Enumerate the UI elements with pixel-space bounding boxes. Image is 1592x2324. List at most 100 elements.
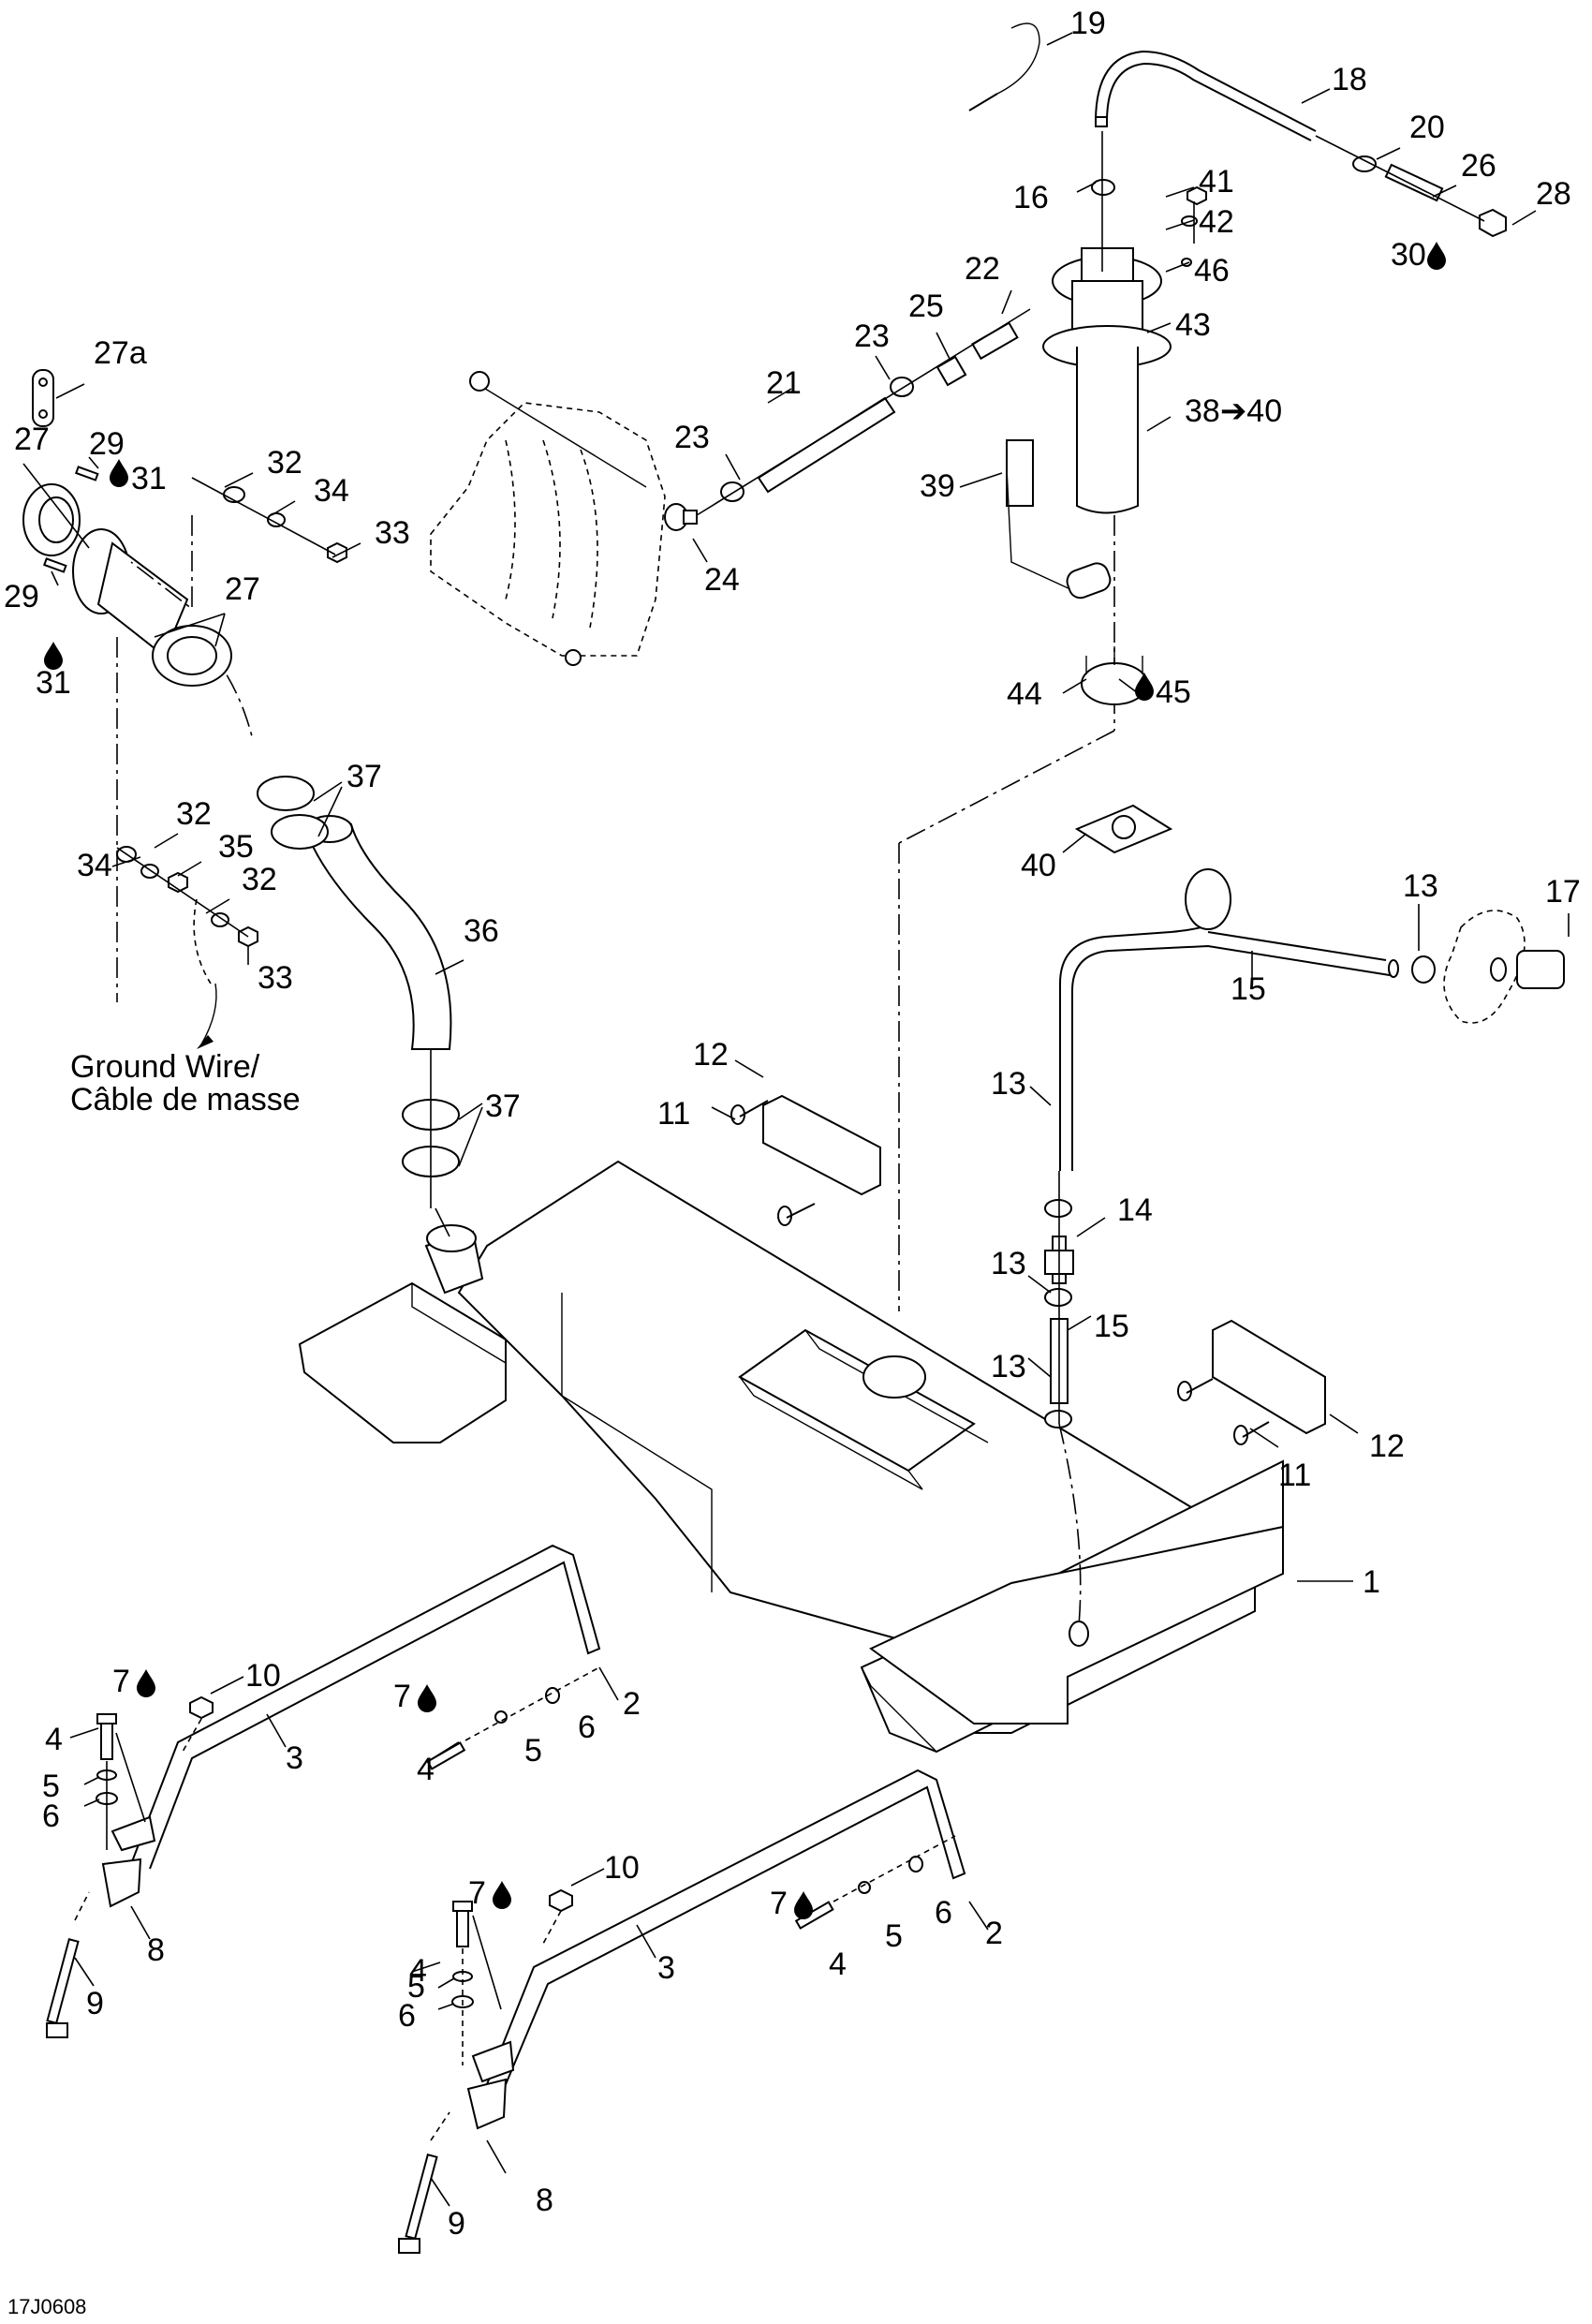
callout-13: 13 — [991, 1066, 1026, 1102]
callout-labels: 1 2 2 3 3 4 4 4 4 5 5 5 5 6 6 6 6 7 7 7 … — [4, 6, 1581, 2318]
callout-40: 40 — [1021, 848, 1056, 883]
liquid-drop-icon — [794, 1891, 813, 1919]
callout-3: 3 — [286, 1740, 303, 1776]
callout-4: 4 — [409, 1953, 427, 1989]
liquid-drop-icon — [137, 1669, 155, 1697]
callout-36: 36 — [464, 913, 499, 949]
liquid-drop-icon — [1135, 673, 1154, 701]
callout-10: 10 — [604, 1850, 640, 1886]
engine-outline — [430, 371, 666, 666]
tank-strap-upper — [101, 1544, 601, 1908]
svg-text:7: 7 — [468, 1875, 486, 1911]
callout-33: 33 — [258, 960, 293, 996]
callout-33: 33 — [375, 515, 410, 551]
tank-strap-lower — [466, 1769, 966, 2130]
callout-8: 8 — [536, 2183, 553, 2218]
flange-link-27a — [32, 369, 54, 427]
callout-43: 43 — [1175, 307, 1211, 343]
callout-10: 10 — [245, 1658, 281, 1694]
callout-26: 26 — [1461, 148, 1496, 184]
callout-9: 9 — [448, 2206, 465, 2242]
svg-text:31: 31 — [36, 665, 71, 701]
fuel-pump-module — [898, 185, 1207, 1311]
callout-19: 19 — [1070, 6, 1106, 41]
callout-30-loctite: 30 — [1391, 237, 1446, 273]
callout-44: 44 — [1007, 676, 1042, 712]
callout-23: 23 — [854, 318, 890, 354]
callout-1: 1 — [1363, 1564, 1380, 1600]
vent-hose-assembly — [1044, 868, 1565, 1626]
callout-12: 12 — [693, 1037, 729, 1073]
svg-text:7: 7 — [112, 1664, 130, 1699]
callout-27: 27 — [14, 422, 50, 457]
top-hose-assembly — [968, 22, 1507, 272]
callout-16: 16 — [1013, 180, 1049, 215]
callout-4: 4 — [45, 1722, 63, 1757]
callout-20: 20 — [1409, 110, 1445, 145]
callout-34: 34 — [314, 473, 349, 509]
callout-6: 6 — [398, 1998, 416, 2034]
callout-15: 15 — [1094, 1309, 1129, 1344]
callout-13: 13 — [1403, 868, 1438, 904]
callout-5: 5 — [885, 1918, 903, 1954]
svg-text:30: 30 — [1391, 237, 1426, 273]
svg-text:7: 7 — [393, 1679, 411, 1714]
callout-32: 32 — [267, 445, 302, 481]
mount-block-right — [1177, 1319, 1326, 1445]
callout-24: 24 — [704, 562, 740, 598]
svg-text:Ground Wire/: Ground Wire/ — [70, 1049, 260, 1085]
callout-22: 22 — [965, 251, 1000, 287]
strap-hardware-lower-left — [398, 1888, 573, 2254]
callout-37: 37 — [346, 759, 382, 794]
callout-29: 29 — [89, 426, 125, 462]
callout-11: 11 — [657, 1096, 690, 1132]
callout-18: 18 — [1332, 62, 1367, 97]
callout-13: 13 — [991, 1246, 1026, 1281]
callout-15: 15 — [1231, 971, 1266, 1007]
callout-34: 34 — [77, 848, 112, 883]
fuel-line-assembly — [664, 308, 1031, 531]
callout-45-loctite: 45 — [1135, 673, 1191, 710]
svg-text:45: 45 — [1156, 674, 1191, 710]
callout-4: 4 — [829, 1947, 847, 1982]
callout-27: 27 — [225, 571, 260, 607]
liquid-drop-icon — [110, 459, 128, 487]
callout-23: 23 — [674, 420, 710, 455]
fuel-level-sender — [1006, 439, 1112, 600]
callout-3: 3 — [657, 1950, 675, 1986]
callout-42: 42 — [1199, 204, 1234, 240]
callout-9: 9 — [86, 1986, 104, 2021]
fuel-tank — [298, 1160, 1284, 1754]
ground-wire-note: Ground Wire/ Câble de masse — [70, 1049, 301, 1118]
liquid-drop-icon — [1427, 242, 1446, 270]
mount-block-left — [730, 1094, 881, 1226]
callout-46: 46 — [1194, 253, 1230, 289]
callout-38-40: 38➔40 — [1185, 393, 1282, 429]
callout-6: 6 — [42, 1799, 60, 1834]
callout-29: 29 — [4, 579, 39, 614]
callout-32: 32 — [176, 796, 212, 832]
callout-2: 2 — [985, 1916, 1003, 1951]
callout-28: 28 — [1536, 176, 1571, 212]
callout-13: 13 — [991, 1349, 1026, 1384]
liquid-drop-icon — [44, 642, 63, 670]
callout-8: 8 — [147, 1932, 165, 1968]
callout-12: 12 — [1369, 1428, 1405, 1464]
callout-37: 37 — [485, 1088, 521, 1124]
callout-5: 5 — [42, 1769, 60, 1804]
callout-21: 21 — [766, 365, 802, 401]
callout-2: 2 — [623, 1686, 641, 1722]
callout-4: 4 — [417, 1752, 435, 1787]
liquid-drop-icon — [493, 1881, 511, 1909]
filler-neck — [424, 1224, 484, 1295]
strap-hardware-lower-right — [794, 1835, 956, 1930]
callout-25: 25 — [908, 289, 944, 324]
ground-hardware — [116, 477, 347, 1049]
callout-5: 5 — [407, 1969, 425, 2005]
strap-hardware-mid — [426, 1666, 600, 1770]
callout-27a: 27a — [94, 335, 147, 371]
filler-flange-assembly — [22, 369, 232, 1002]
callout-7-loctite: 7 7 7 7 — [112, 1664, 813, 1921]
svg-text:Câble de masse: Câble de masse — [70, 1082, 301, 1118]
